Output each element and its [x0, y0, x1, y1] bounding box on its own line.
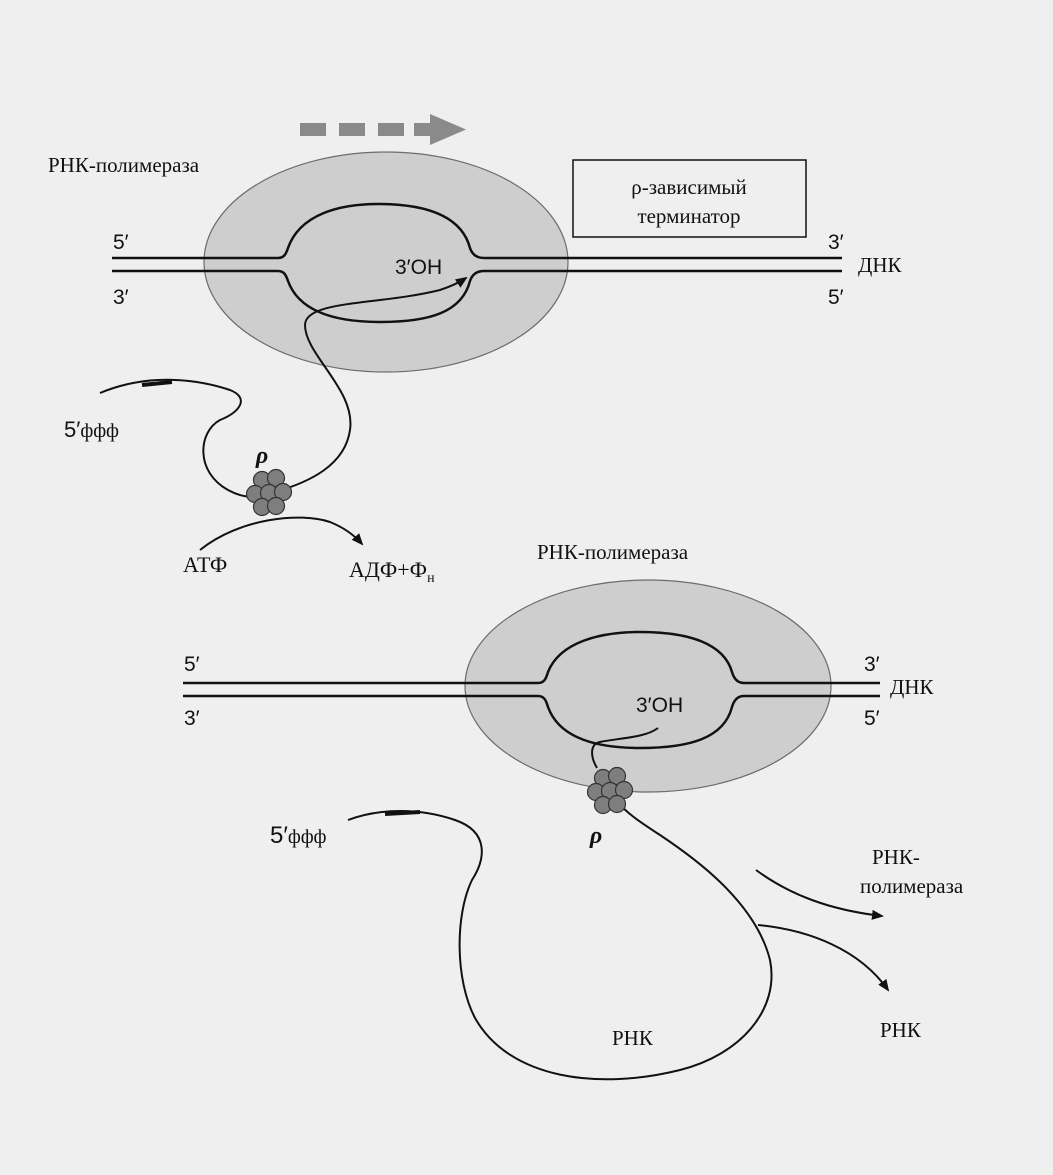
terminator-label-line1: ρ-зависимый — [631, 175, 746, 199]
bottom-rna-5end-segment — [384, 810, 421, 816]
released-polymerase-line2: полимераза — [860, 874, 964, 898]
bottom-dna-right-top: 3′ — [864, 653, 880, 676]
bottom-panel: РНК-полимераза 5′ 3′ 3′ 5′ ДНК 3′OH 5′фф… — [183, 540, 964, 1081]
top-rna-5end-segment — [141, 380, 173, 387]
bottom-rna-5end: 5′ффф — [270, 822, 327, 849]
adp-label: АДФ+Фн — [349, 557, 435, 586]
top-dna-duplex — [112, 202, 842, 324]
terminator-label-line2: терминатор — [637, 204, 740, 228]
top-polymerase-label: РНК-полимераза — [48, 153, 200, 177]
bottom-rna-polymerase — [464, 579, 832, 793]
top-panel: РНК-полимераза ρ-зависимый терминатор 5′… — [48, 114, 902, 586]
bottom-dna-left-top: 5′ — [184, 653, 200, 676]
released-rna-label: РНК — [880, 1018, 922, 1042]
bottom-rna-3end — [591, 727, 659, 769]
rna-release-arrow — [757, 924, 890, 992]
top-rna-5end: 5′ффф — [64, 417, 119, 442]
top-dna-right-top: 3′ — [828, 231, 844, 254]
top-dna-right-bottom: 5′ — [828, 286, 844, 309]
atp-label: АТФ — [183, 552, 227, 577]
bottom-rna-strand — [347, 799, 773, 1081]
bottom-polymerase-label: РНК-полимераза — [537, 540, 689, 564]
bottom-rna-3oh-label: 3′OH — [636, 694, 683, 717]
atp-hydrolysis-arrow — [199, 516, 364, 551]
top-rna-3oh-label: 3′OH — [395, 256, 442, 279]
polymerase-release-arrow — [755, 869, 884, 920]
top-rna-polymerase — [203, 151, 569, 373]
top-rho-label: ρ — [255, 443, 268, 469]
top-rho-factor — [245, 468, 293, 517]
top-dna-left-top: 5′ — [113, 231, 129, 254]
bottom-rho-factor — [586, 766, 634, 815]
bottom-dna-duplex — [183, 630, 880, 750]
direction-arrow — [300, 114, 466, 145]
top-dna-label: ДНК — [858, 253, 902, 277]
bottom-dna-label: ДНК — [890, 675, 934, 699]
bottom-rna-label: РНК — [612, 1026, 654, 1050]
top-dna-left-bottom: 3′ — [113, 286, 129, 309]
terminator-box — [572, 159, 807, 238]
bottom-dna-left-bottom: 3′ — [184, 707, 200, 730]
bottom-rho-label: ρ — [589, 823, 602, 849]
released-polymerase-line1: РНК- — [872, 845, 920, 869]
bottom-dna-right-bottom: 5′ — [864, 707, 880, 730]
